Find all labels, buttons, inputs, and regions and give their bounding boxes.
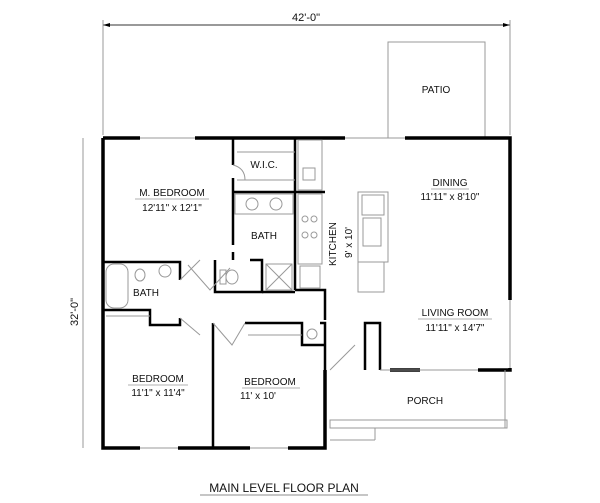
sink-icon [158, 264, 172, 278]
sink-icon [245, 197, 259, 211]
water-heater-icon [306, 328, 318, 340]
plan-title: MAIN LEVEL FLOOR PLAN [209, 481, 359, 495]
depth-dimension-label: 32'-0" [69, 298, 81, 326]
door-swing [232, 164, 246, 181]
shower-icon [265, 263, 293, 291]
living-room-size: 11'11" x 14'7" [426, 323, 485, 334]
room-labels: M. BEDROOM 12'11" x 12'1" W.I.C. BATH BA… [128, 160, 492, 407]
master-bedroom-label: M. BEDROOM [139, 188, 205, 199]
sink-icon [269, 197, 283, 211]
porch-rail [329, 419, 508, 429]
bedroom3-size: 11' x 10' [240, 391, 276, 402]
interior-walls [103, 138, 420, 448]
dining-label: DINING [433, 178, 468, 189]
refrigerator-icon [299, 265, 321, 289]
toilet-icon [134, 268, 146, 282]
bathtub-icon [105, 263, 129, 309]
kitchen-label: KITCHEN [328, 222, 339, 266]
bedroom2-size: 11'1" x 11'4" [131, 388, 185, 399]
width-dimension-label: 42'-0" [292, 12, 320, 24]
width-dimension: 42'-0" [102, 12, 511, 135]
dining-size: 11'11" x 8'10" [421, 192, 480, 203]
porch-label: PORCH [407, 396, 443, 407]
bedroom2-label: BEDROOM [132, 374, 184, 385]
patio-label: PATIO [422, 85, 451, 96]
patio: PATIO [387, 41, 486, 139]
toilet-icon [225, 269, 239, 285]
sink-icon [302, 167, 316, 181]
wic-label: W.I.C. [250, 160, 277, 171]
depth-dimension: 32'-0" [69, 138, 84, 448]
master-bath-label: BATH [251, 231, 277, 242]
kitchen-size: 9' x 10' [344, 227, 355, 258]
hall-bath-label: BATH [133, 288, 159, 299]
fixtures [105, 139, 508, 441]
master-bedroom-size: 12'11" x 12'1" [142, 203, 202, 214]
bedroom3-label: BEDROOM [244, 377, 296, 388]
stove-burner-icon [301, 215, 309, 223]
living-room-label: LIVING ROOM [422, 308, 489, 319]
